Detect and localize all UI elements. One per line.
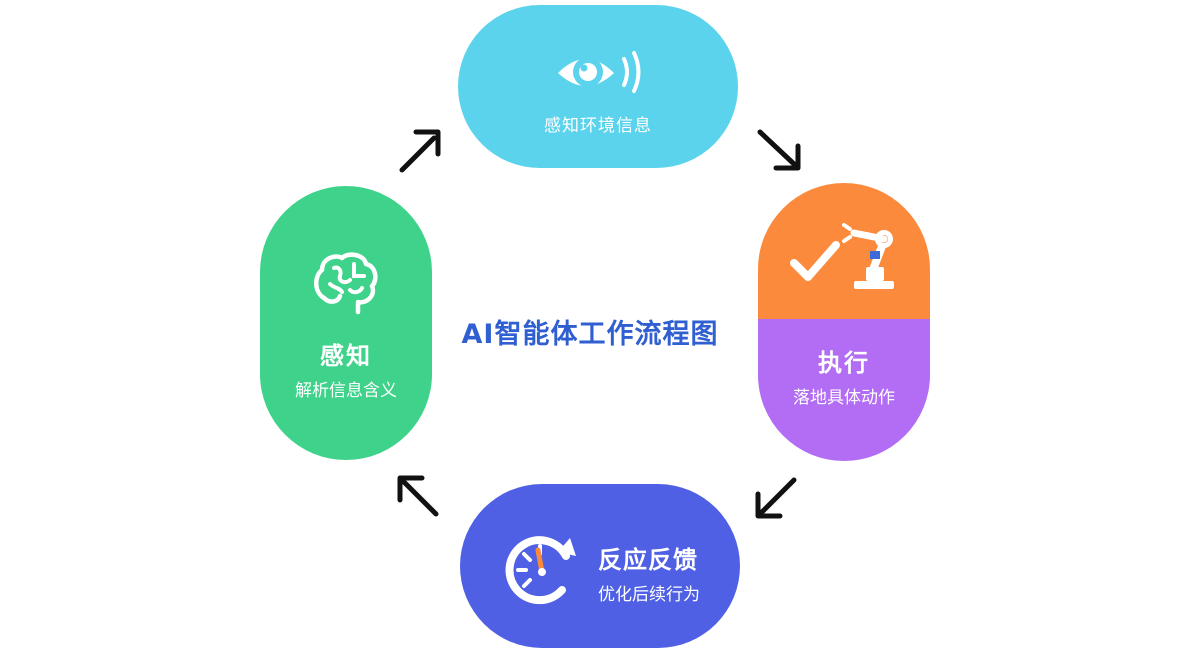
node-perception-subtitle: 解析信息含义 bbox=[295, 381, 397, 401]
arrow-right-to-bottom-icon bbox=[755, 477, 797, 519]
node-perceive-environment-label: 感知环境信息 bbox=[544, 116, 652, 136]
node-feedback-subtitle: 优化后续行为 bbox=[598, 585, 700, 605]
node-perception-title: 感知 bbox=[320, 342, 372, 370]
node-perception: 感知 解析信息含义 bbox=[260, 186, 432, 460]
arrow-bottom-to-left-icon bbox=[397, 475, 439, 517]
arrow-top-to-right-icon bbox=[757, 129, 801, 171]
check-robot-arm-icon bbox=[790, 223, 894, 289]
node-execute: 执行 落地具体动作 bbox=[758, 183, 930, 461]
node-execute-title: 执行 bbox=[818, 349, 870, 377]
node-feedback: 反应反馈 优化后续行为 bbox=[460, 484, 740, 648]
arrow-left-to-top-icon bbox=[399, 129, 441, 173]
brain-icon bbox=[314, 252, 378, 315]
refresh-gauge-icon bbox=[505, 536, 576, 605]
eye-icon bbox=[558, 51, 641, 93]
diagram-title: AI智能体工作流程图 bbox=[461, 319, 719, 350]
node-perceive-environment: 感知环境信息 bbox=[458, 5, 738, 168]
node-feedback-title: 反应反馈 bbox=[598, 546, 698, 574]
node-execute-subtitle: 落地具体动作 bbox=[793, 388, 895, 408]
